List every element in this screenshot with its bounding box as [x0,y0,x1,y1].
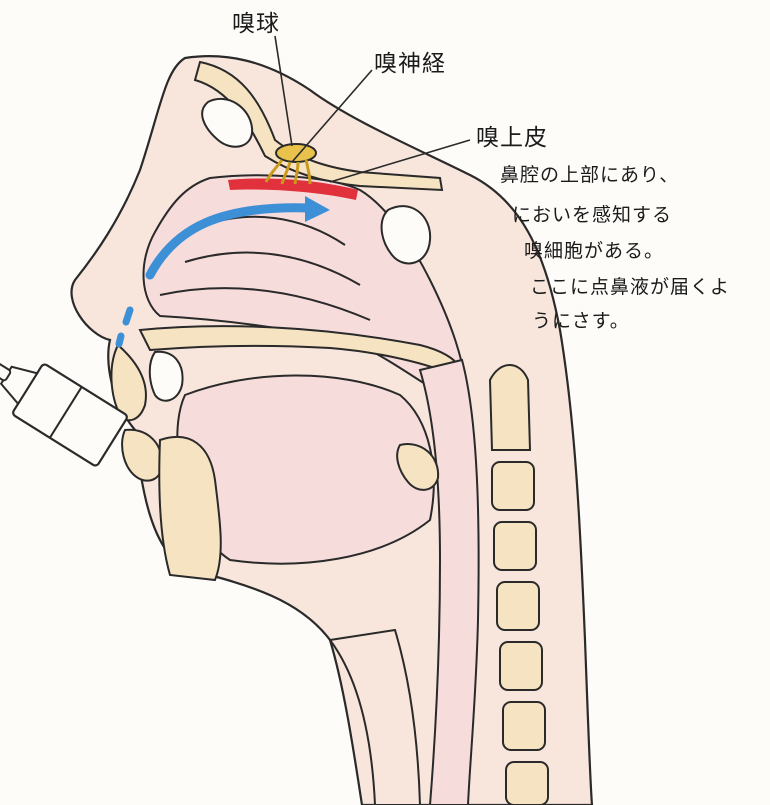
note-line-5: うにさす。 [532,306,630,333]
note-line-4: ここに点鼻液が届くよ [530,272,730,299]
note-line-2: においを感知する [512,200,672,227]
label-olfactory-nerve: 嗅神経 [374,44,446,78]
label-olfactory-bulb: 嗅球 [232,4,280,38]
spray-mist-1 [126,310,130,322]
spray-mist-2 [119,336,121,344]
note-line-3: 嗅細胞がある。 [524,236,664,263]
olfactory-bulb-shape [276,144,316,162]
note-line-1: 鼻腔の上部にあり、 [500,160,679,187]
label-olfactory-epithelium: 嗅上皮 [476,118,548,152]
